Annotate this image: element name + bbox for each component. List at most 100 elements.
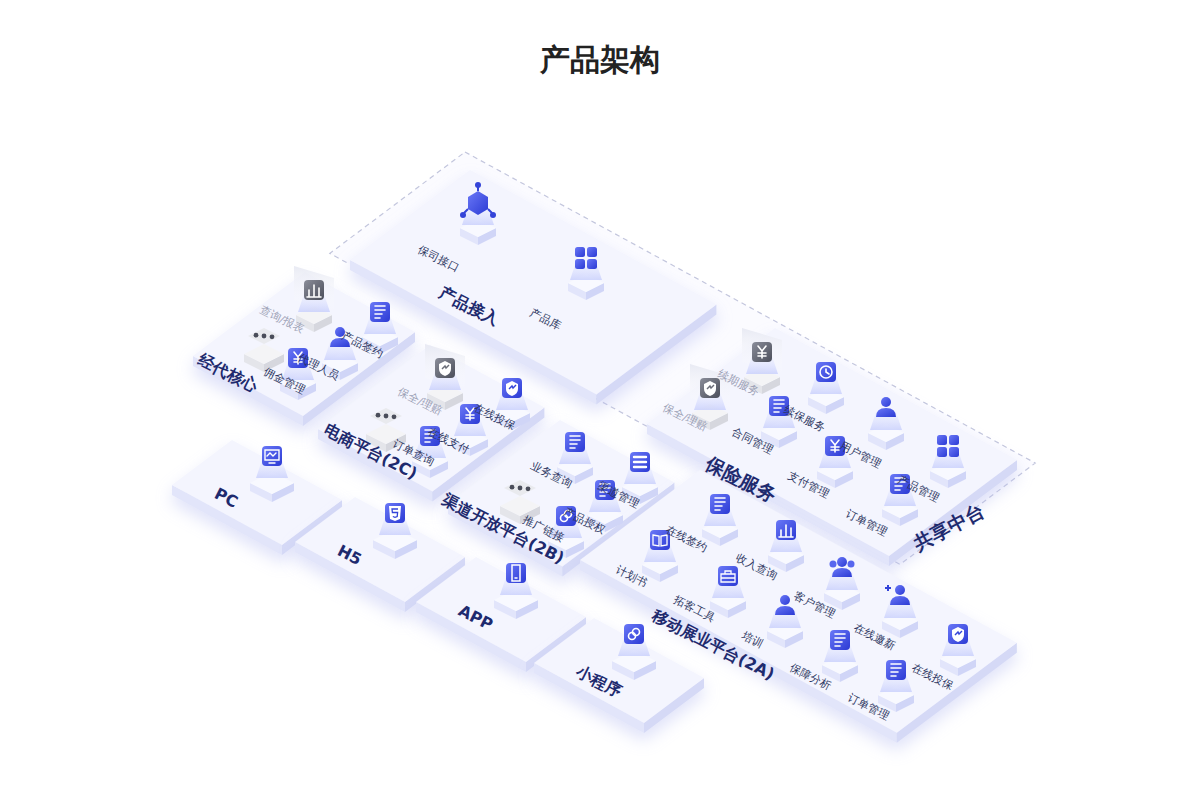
icon-glyph	[715, 498, 725, 510]
tile-label: 产品库	[528, 306, 563, 333]
icon	[298, 280, 330, 312]
tile-cube	[244, 344, 284, 372]
icon-glyph	[375, 306, 385, 318]
icon-shape	[385, 503, 405, 523]
tile-label: 在线投保	[472, 401, 517, 433]
icon-glyph	[633, 629, 640, 636]
tile-label: 计划书	[614, 563, 649, 590]
platform-panel: 计划书在线签约收入查询拓客工具客户管理培训在线邀新保障分析在线投保订单管理移动展…	[580, 470, 1017, 743]
icon-shape	[435, 358, 455, 378]
feature-tile: 查询/报表	[256, 302, 308, 337]
icon-glyph	[891, 664, 901, 676]
icon-glyph	[475, 182, 481, 188]
icon-glyph	[779, 525, 793, 537]
platform-title: 产品接入	[436, 283, 502, 329]
icon-shape	[468, 191, 488, 215]
icon	[880, 660, 912, 692]
more-dots	[504, 480, 536, 496]
tile-label: 查询/报表	[258, 303, 307, 336]
icon	[500, 563, 532, 595]
icon-glyph	[952, 627, 964, 642]
icon-shape	[816, 362, 836, 382]
dot	[518, 486, 523, 491]
platform-title: 小程序	[573, 662, 624, 701]
platform-panel: 保全/理赔在线投保在线支付订单查询电商平台(2C)	[318, 345, 544, 501]
tile-label: 客户管理	[792, 589, 837, 621]
icon-glyph	[439, 361, 451, 376]
platform-side	[580, 560, 897, 743]
icon-shape	[830, 630, 850, 650]
icon-shape	[262, 446, 282, 466]
tile-label: 产品授权	[562, 505, 607, 537]
dot	[254, 333, 259, 338]
platform-panel: 保司接口产品库产品接入	[350, 170, 716, 404]
icon	[694, 378, 726, 410]
icon-glyph	[721, 571, 735, 582]
icon-shape	[881, 397, 891, 407]
tile-label: 产品签约	[340, 329, 385, 361]
icon-glyph	[307, 285, 321, 297]
icon-shape	[565, 432, 585, 452]
group-region: 保司接口产品库产品接入保全/理赔续期服务续保服务合同管理用户管理支付管理产品管理…	[330, 152, 1035, 564]
tile-label: 续保服务	[782, 403, 827, 435]
more-dots	[370, 408, 402, 424]
icon-glyph	[653, 535, 667, 546]
icon-glyph	[460, 212, 466, 218]
dot	[262, 334, 267, 339]
dot	[526, 486, 531, 491]
icon-shape	[886, 660, 906, 680]
feature-tile: 用户管理	[836, 438, 885, 472]
icon-shape	[876, 408, 896, 417]
icon-shape	[949, 435, 959, 445]
icon-shape	[587, 247, 597, 257]
icon-shape	[370, 302, 390, 322]
icon-glyph	[389, 506, 401, 521]
icon	[496, 378, 528, 410]
icon-glyph	[509, 385, 516, 389]
tile-label: 产品管理	[896, 473, 941, 505]
tile-label: 在线支付	[426, 425, 471, 457]
icon-shape	[780, 595, 790, 605]
feature-tile: 业务查询	[527, 458, 576, 492]
icon-glyph	[634, 457, 646, 467]
feature-tile: 计划书	[612, 562, 651, 591]
dot	[376, 413, 381, 418]
dots-pad	[370, 408, 402, 424]
platform-panel: 查询/报表产品签约代理人员佣金管理经代核心	[193, 272, 415, 426]
tile-label: 代理人员	[296, 351, 341, 383]
icon	[624, 452, 656, 484]
page-title: 产品架构	[0, 40, 1200, 81]
feature-tile: 保障分析	[786, 660, 835, 694]
icon	[379, 503, 411, 535]
icon	[704, 494, 736, 526]
icon-glyph	[512, 565, 520, 581]
tile-label: 支付管理	[786, 469, 831, 501]
icon	[712, 566, 744, 598]
feature-tile: 保司接口	[414, 242, 463, 276]
icon	[746, 342, 778, 374]
icon-glyph	[820, 366, 832, 378]
platform-top	[580, 470, 1017, 733]
icon-glyph	[464, 187, 492, 213]
icon	[618, 624, 650, 656]
feature-tile: 产品管理	[894, 472, 943, 506]
icon-glyph	[442, 365, 449, 369]
icon-shape	[575, 259, 585, 269]
feature-tile: 代理人员	[294, 350, 343, 384]
icon	[810, 362, 842, 394]
tile-label: 续期服务	[716, 367, 761, 399]
icon-glyph	[955, 631, 962, 635]
platform	[647, 328, 1017, 566]
platform-title: APP	[455, 601, 496, 634]
icon	[932, 435, 964, 468]
icon	[256, 446, 288, 478]
icon-shape	[948, 624, 968, 644]
dot	[392, 414, 397, 419]
icon	[870, 397, 902, 430]
tile-label: 培训	[740, 629, 766, 651]
platform-title: 共享中台	[910, 499, 988, 555]
feature-tile: 收入查询	[732, 550, 781, 584]
icon-shape	[630, 452, 650, 472]
feature-tile: 保全/理赔	[659, 400, 711, 435]
icon-glyph	[704, 381, 716, 396]
